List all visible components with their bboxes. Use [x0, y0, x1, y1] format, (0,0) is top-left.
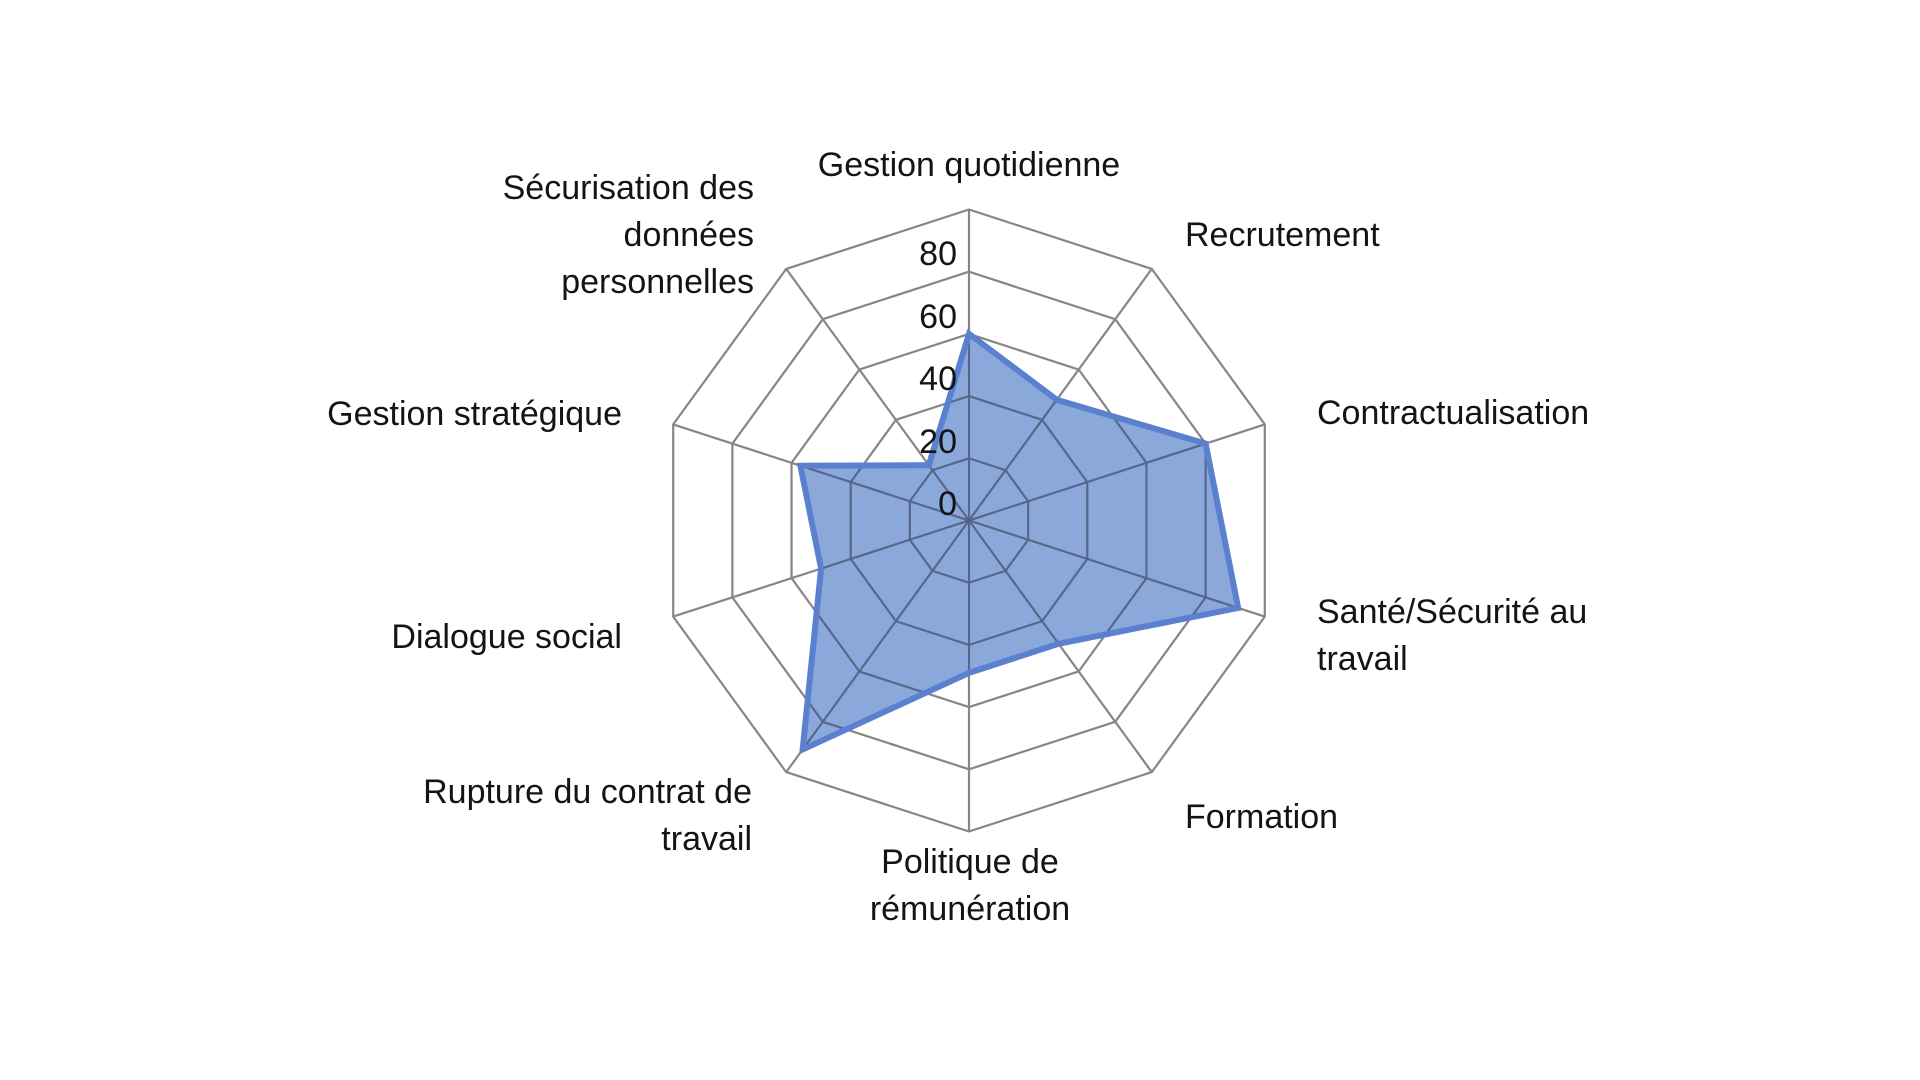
- axis-label-gestion-strategique: Gestion stratégique: [222, 391, 622, 438]
- label-line: Rupture du contrat de: [423, 773, 752, 811]
- axis-label-rupture-contrat: Rupture du contrat de travail: [352, 769, 752, 863]
- axis-label-politique-remuneration: Politique de rémunération: [820, 839, 1120, 933]
- label-line: Gestion stratégique: [327, 395, 622, 433]
- label-line: données: [623, 216, 754, 254]
- label-line: Contractualisation: [1317, 394, 1590, 432]
- label-line: Politique de: [881, 843, 1059, 881]
- label-line: Gestion quotidienne: [817, 146, 1121, 184]
- tick-label-60: 60: [919, 298, 957, 336]
- label-line: Santé/Sécurité au: [1317, 593, 1588, 631]
- label-line: Formation: [1185, 798, 1339, 836]
- label-line: rémunération: [869, 890, 1071, 928]
- axis-label-formation: Formation: [1185, 794, 1338, 841]
- axis-label-dialogue-social: Dialogue social: [222, 614, 622, 661]
- axis-label-recrutement: Recrutement: [1185, 212, 1380, 259]
- label-line: personnelles: [561, 263, 754, 301]
- label-line: Recrutement: [1185, 216, 1380, 254]
- tick-label-0: 0: [938, 485, 957, 523]
- series-outline: [796, 328, 1242, 755]
- label-line: Sécurisation des: [502, 169, 754, 207]
- label-line: Dialogue social: [391, 618, 622, 656]
- label-line: travail: [661, 820, 752, 858]
- axis-label-securisation-donnees: Sécurisation des données personnelles: [354, 165, 754, 306]
- tick-label-80: 80: [919, 235, 957, 273]
- axis-label-sante-securite: Santé/Sécurité au travail: [1317, 589, 1587, 683]
- label-line: travail: [1317, 640, 1408, 678]
- tick-label-40: 40: [919, 360, 957, 398]
- axis-label-gestion-quotidienne: Gestion quotidienne: [769, 142, 1169, 189]
- tick-label-20: 20: [919, 423, 957, 461]
- axis-label-contractualisation: Contractualisation: [1317, 390, 1589, 437]
